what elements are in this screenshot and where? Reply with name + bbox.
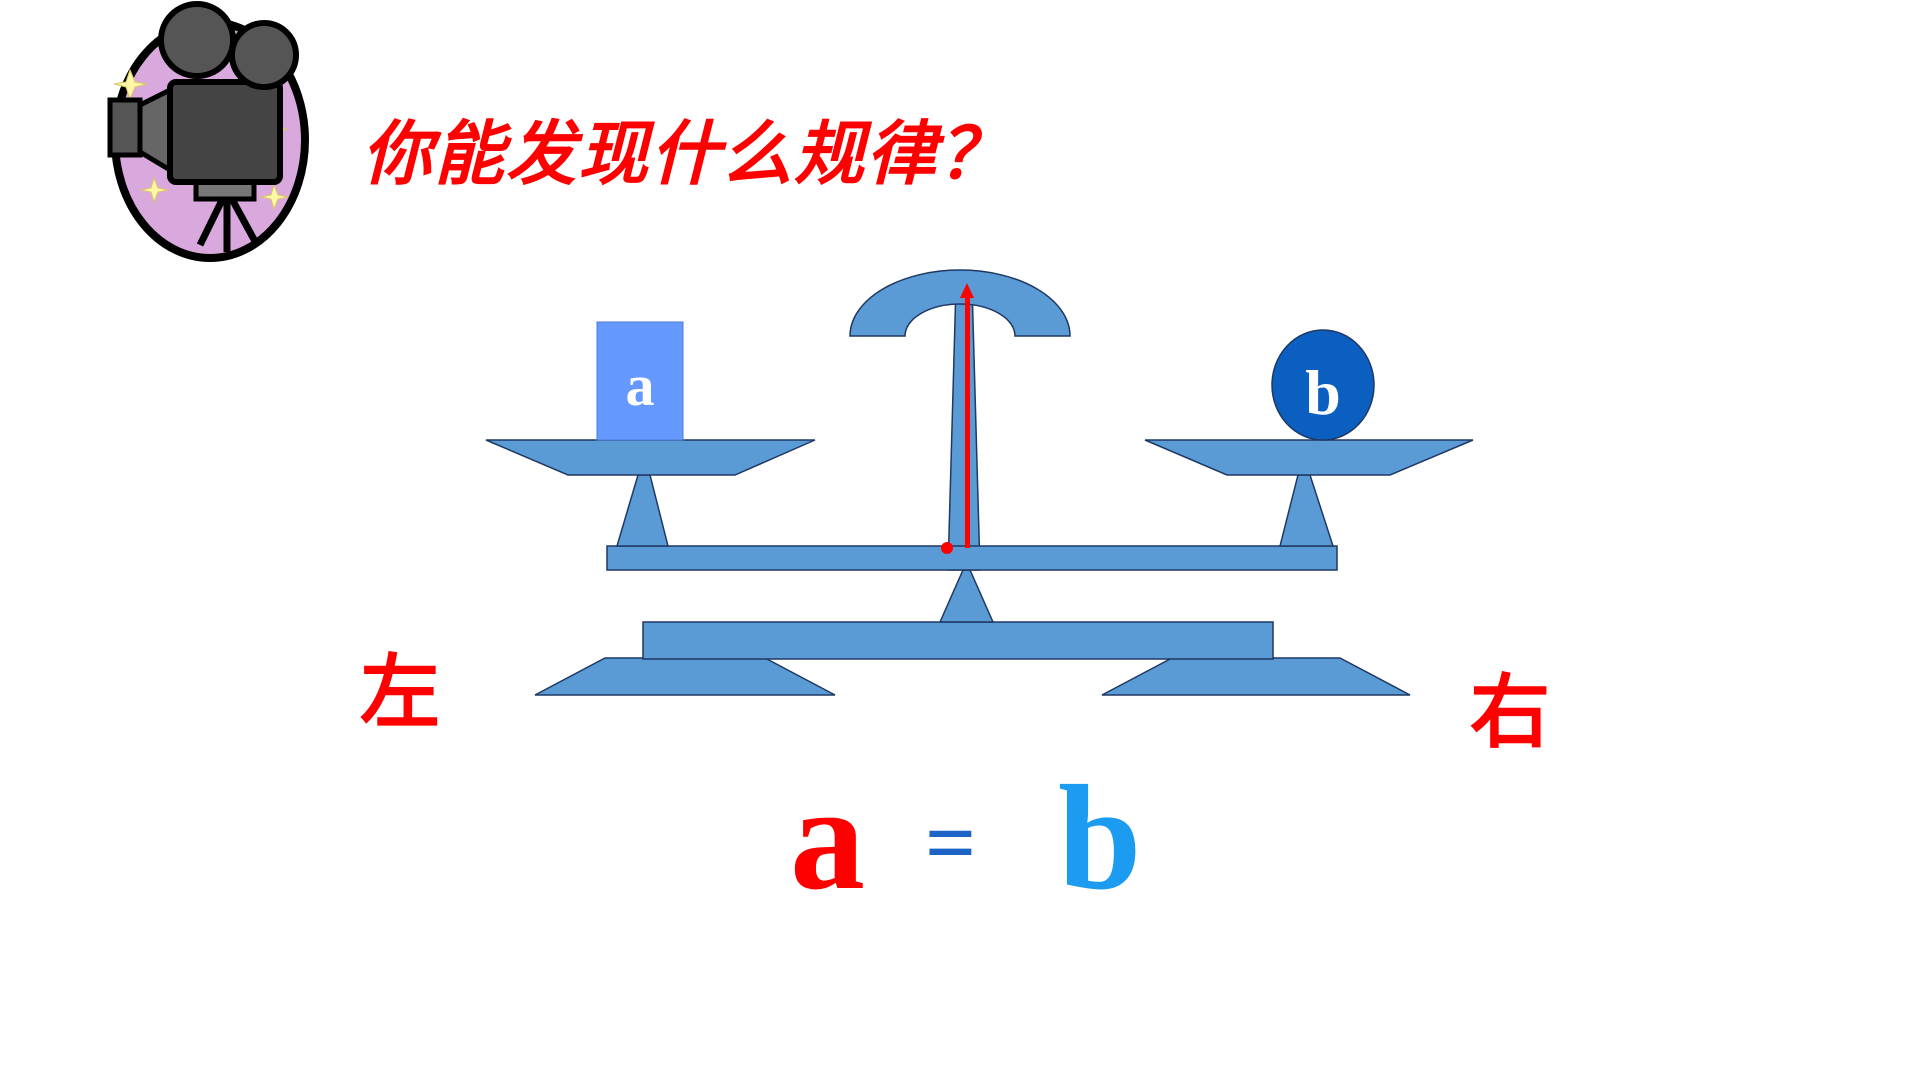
equation-right: b bbox=[1058, 755, 1142, 921]
right-pan-stem bbox=[1279, 474, 1335, 547]
needle-post bbox=[947, 284, 981, 571]
base-bar bbox=[642, 621, 1274, 660]
pointer-arrow bbox=[960, 283, 974, 298]
equation-left: a bbox=[790, 755, 865, 921]
weight-a-block bbox=[596, 321, 684, 441]
base-right-foot bbox=[1101, 657, 1411, 696]
weight-b-ball bbox=[1271, 329, 1375, 441]
movie-camera-icon bbox=[107, 1, 309, 262]
left-pan-stem bbox=[615, 474, 669, 547]
weight-a-label: a bbox=[626, 353, 655, 418]
weight-b-label: b bbox=[1305, 357, 1341, 428]
pointer-line bbox=[965, 296, 970, 548]
left-pan bbox=[485, 439, 816, 476]
right-pan bbox=[1144, 439, 1474, 476]
right-side-label: 右 bbox=[1470, 666, 1550, 759]
equation-operator: = bbox=[925, 794, 977, 893]
gauge-arc bbox=[849, 269, 1071, 337]
base-left-foot bbox=[534, 657, 836, 696]
page-title: 你能发现什么规律？ bbox=[362, 113, 1010, 195]
beam bbox=[606, 545, 1338, 571]
left-side-label: 左 bbox=[360, 646, 440, 739]
center-support bbox=[938, 569, 995, 623]
